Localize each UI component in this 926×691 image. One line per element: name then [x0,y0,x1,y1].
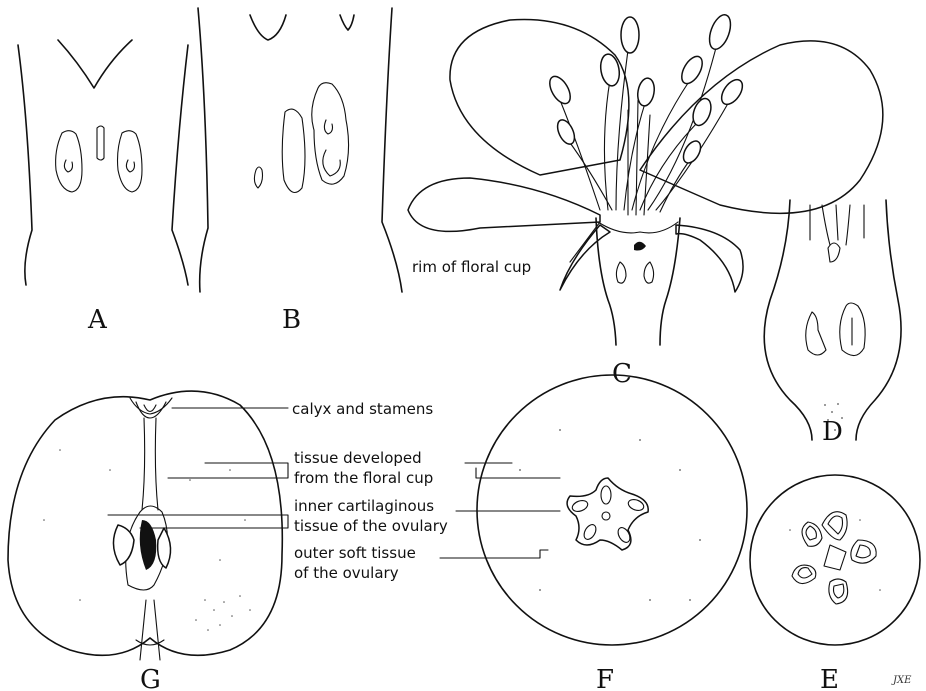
panel-f-drawing [477,375,747,645]
panel-a-drawing [18,40,188,285]
panel-c-letter: C [612,359,632,389]
inner-tissue-bracket [108,515,288,528]
panel-e-drawing [750,475,920,645]
inner-cartilaginous-label-line1: inner cartilaginous [294,497,434,515]
panel-f-letter: F [596,665,614,691]
panel-g-drawing [8,391,282,660]
inner-cartilaginous-label-line2: tissue of the ovulary [294,517,448,535]
outer-tissue-leader [440,550,548,558]
panel-d-letter: D [822,417,843,447]
panel-a-letter: A [87,305,108,335]
rim-of-floral-cup-label: rim of floral cup [412,258,531,276]
outer-soft-tissue-label-line2: of the ovulary [294,564,399,582]
tissue-developed-label-line2: from the floral cup [294,469,433,487]
panel-b-letter: B [282,305,301,335]
panel-e-letter: E [820,665,839,691]
panel-d-drawing [764,200,901,440]
panel-c-drawing [408,12,883,345]
tissue-bracket-g [168,463,288,478]
artist-signature: JXE [891,675,912,686]
panel-b-drawing [198,8,402,292]
outer-soft-tissue-label-line1: outer soft tissue [294,544,416,562]
panel-g-letter: G [140,665,161,691]
tissue-developed-label-line1: tissue developed [294,449,422,467]
panel-e-stipple [789,519,881,591]
calyx-and-stamens-label: calyx and stamens [292,400,433,418]
tissue-bracket-f [465,463,560,478]
